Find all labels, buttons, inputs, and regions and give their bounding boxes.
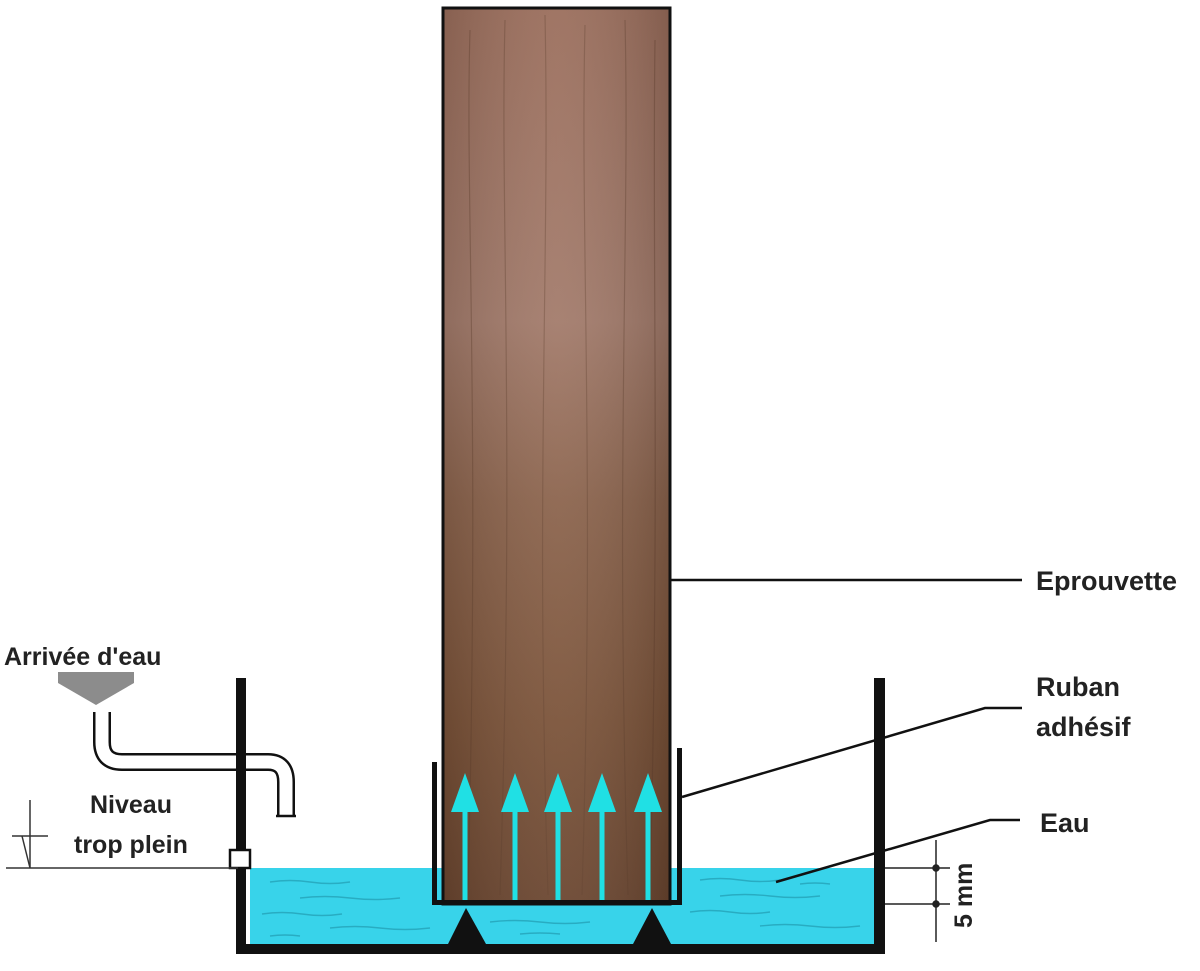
adhesive-tape: [432, 748, 682, 905]
tape-right: [677, 748, 682, 904]
overflow-level-symbol: [6, 800, 238, 869]
specimen: [441, 6, 672, 906]
label-tape-line2: adhésif: [1036, 712, 1132, 742]
capillary-arrow: [634, 773, 662, 900]
capillary-arrows: [451, 773, 662, 900]
basin-floor: [236, 944, 885, 954]
water-ripples: [261, 877, 861, 937]
capillary-arrow: [501, 773, 529, 900]
label-depth: 5 mm: [950, 863, 978, 928]
leader-tape: [681, 706, 1022, 799]
basin-right-wall: [874, 678, 885, 954]
depth-dimension: [885, 840, 950, 942]
capillary-arrow: [588, 773, 616, 900]
inlet-pipe: [93, 712, 296, 818]
tape-bottom: [432, 900, 682, 905]
support-right: [633, 908, 671, 944]
label-water-inlet: Arrivée d'eau: [4, 643, 161, 671]
label-overflow-line1: Niveau: [90, 791, 172, 819]
capillary-arrow: [544, 773, 572, 900]
label-tape-line1: Ruban: [1036, 672, 1120, 702]
tape-left: [432, 762, 437, 904]
label-overflow-line2: trop plein: [74, 831, 188, 859]
leader-water: [775, 818, 1020, 884]
water-inlet-arrow: [58, 672, 134, 705]
leader-lines: [670, 578, 1022, 884]
basin-left-wall: [236, 678, 246, 954]
capillary-arrow: [451, 773, 479, 900]
label-water: Eau: [1040, 808, 1090, 838]
overflow-outlet: [228, 848, 252, 870]
basin: [228, 678, 885, 954]
support-left: [448, 908, 486, 944]
label-specimen: Eprouvette: [1036, 566, 1177, 596]
